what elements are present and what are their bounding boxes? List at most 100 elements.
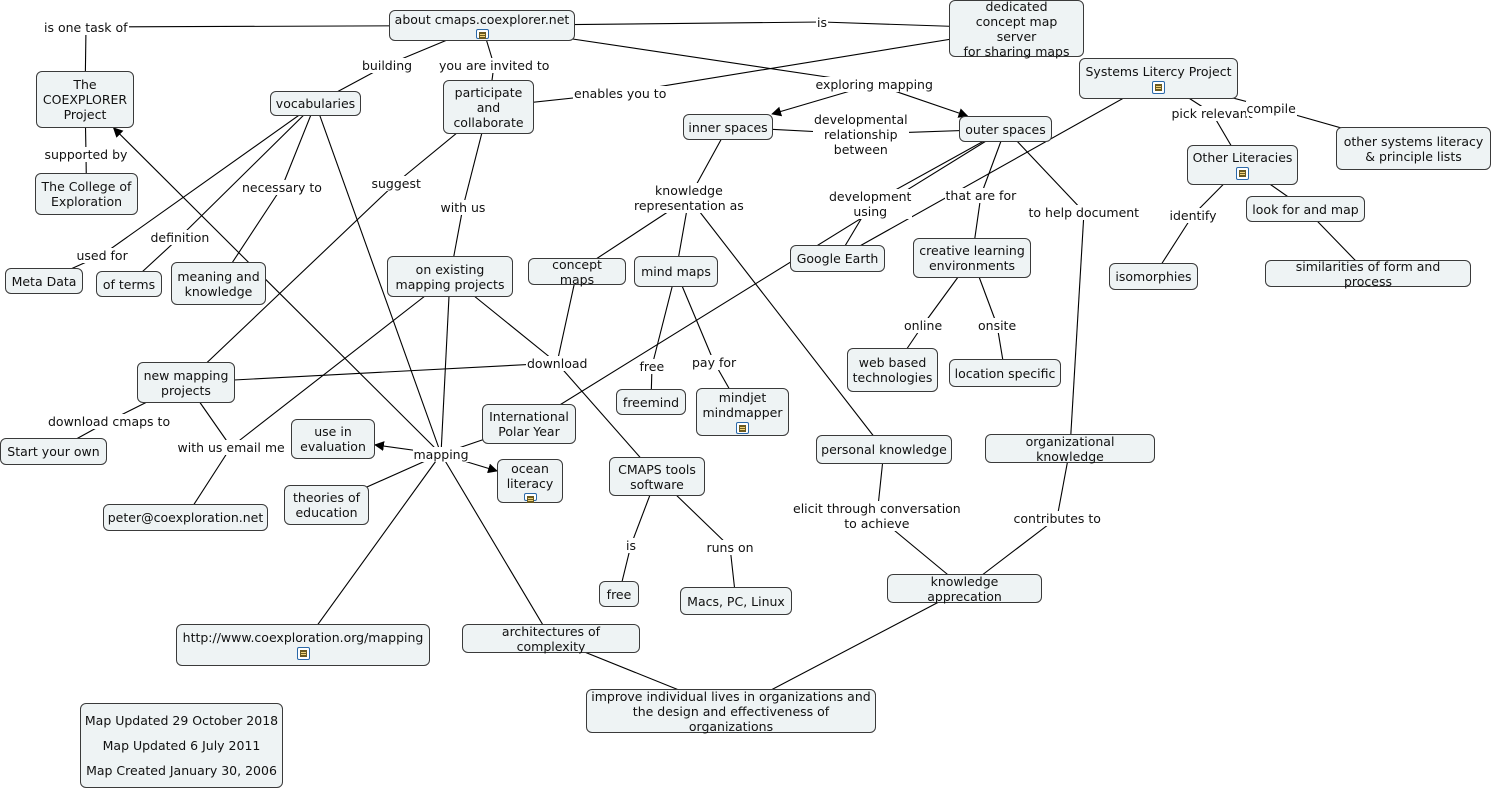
concept-systems[interactable]: Systems Litercy Project: [1079, 58, 1238, 99]
concept-label: isomorphies: [1115, 269, 1192, 284]
linking-phrase-usedfor: used for: [75, 247, 129, 263]
concept-label: organizational knowledge: [1025, 433, 1115, 464]
concept-freemind[interactable]: freemind: [616, 389, 686, 415]
linking-phrase-payfor: pay for: [691, 354, 738, 370]
concept-mindmaps[interactable]: mind maps: [634, 256, 718, 287]
linking-phrase-supported: supported by: [43, 146, 129, 162]
connector-existing-withusemail: [230, 276, 451, 448]
concept-lookfor[interactable]: look for and map: [1246, 196, 1365, 222]
concept-ocean[interactable]: ocean literacy: [497, 459, 563, 503]
connector-mapping-coexplorer: [112, 127, 442, 455]
concept-label: CMAPS tools software: [618, 461, 696, 492]
linking-phrase-freelbl: free: [638, 358, 666, 374]
connector-outer-tohelp: [1005, 128, 1085, 213]
linking-phrase-pickrelevant: pick relevant: [1170, 105, 1254, 121]
concept-about[interactable]: about cmaps.coexplorer.net: [389, 10, 575, 41]
concept-label: http://www.coexploration.org/mapping: [182, 630, 424, 645]
concept-meaning[interactable]: meaning and knowledge: [171, 262, 266, 305]
concept-label: use in evaluation: [300, 424, 366, 454]
concept-inner[interactable]: inner spaces: [683, 114, 773, 140]
concept-cmapstools[interactable]: CMAPS tools software: [609, 457, 705, 496]
concept-creative[interactable]: creative learning environments: [913, 238, 1031, 278]
concept-dedicated[interactable]: dedicated concept map server for sharing…: [949, 0, 1084, 59]
connector-newprojects-download: [185, 362, 558, 384]
concept-conceptmaps[interactable]: concept maps: [528, 257, 626, 287]
concept-label: The College of Exploration: [41, 179, 132, 209]
concept-label: inner spaces: [688, 119, 768, 135]
connector-systems-googleearth: [837, 78, 1159, 259]
concept-label: free: [606, 586, 632, 602]
linking-phrase-developmental: developmental relationship between: [813, 111, 909, 157]
concept-terms[interactable]: of terms: [96, 271, 162, 297]
concept-webbased[interactable]: web based technologies: [847, 348, 938, 392]
concept-label: ocean literacy: [506, 461, 554, 491]
concept-complexity[interactable]: architectures of complexity: [462, 624, 640, 654]
attached-document-icon[interactable]: [736, 422, 749, 434]
linking-phrase-invited: you are invited to: [438, 57, 551, 73]
connector-vocab-necessary: [281, 103, 317, 188]
concept-participate[interactable]: participate and collaborate: [443, 80, 534, 134]
connector-existing-mapping: [440, 276, 451, 455]
concept-label: meaning and knowledge: [177, 268, 260, 299]
concept-label: similarities of form and process: [1295, 258, 1441, 289]
attached-document-icon[interactable]: [1152, 80, 1165, 94]
concept-coexplorer[interactable]: The COEXPLORER Project: [36, 71, 134, 128]
linking-phrase-mapping: mapping: [412, 446, 470, 462]
concept-startown[interactable]: Start your own: [0, 438, 107, 465]
connector-outer-ipy: [528, 128, 1006, 425]
concept-evaluation[interactable]: use in evaluation: [291, 419, 375, 459]
concept-label: participate and collaborate: [453, 84, 524, 130]
map-updated-2018: Map Updated 29 October 2018: [84, 713, 279, 728]
concept-label: location specific: [954, 365, 1056, 381]
concept-outer[interactable]: outer spaces: [959, 116, 1052, 142]
concept-similarities[interactable]: similarities of form and process: [1265, 258, 1471, 289]
connector-conceptmaps-download: [556, 271, 578, 364]
concept-organizational[interactable]: organizational knowledge: [985, 433, 1155, 464]
linking-phrase-withus: with us: [439, 199, 487, 215]
attached-document-icon[interactable]: [523, 493, 537, 503]
concept-label: knowledge apprecation: [927, 573, 1002, 604]
concept-appreciation[interactable]: knowledge apprecation: [887, 573, 1042, 604]
attached-document-icon[interactable]: [296, 647, 310, 660]
map-created-2006: Map Created January 30, 2006: [86, 763, 277, 778]
linking-phrase-tohelp: to help document: [1027, 204, 1141, 220]
concept-label: Meta Data: [11, 273, 77, 289]
concept-peter[interactable]: peter@coexploration.net: [103, 504, 268, 531]
linking-phrase-dlcmaps: download cmaps to: [47, 413, 172, 429]
connector-vocab-usedfor: [101, 103, 316, 256]
connector-vocab-mapping: [314, 103, 442, 455]
concept-improve[interactable]: improve individual lives in organization…: [586, 689, 876, 734]
linking-phrase-compile: compile: [1245, 100, 1297, 116]
concept-location[interactable]: location specific: [949, 359, 1061, 387]
concept-mindjet[interactable]: mindjet mindmapper: [696, 388, 789, 436]
concept-free[interactable]: free: [599, 581, 639, 607]
concept-label: Start your own: [7, 444, 100, 459]
attached-document-icon[interactable]: [475, 29, 489, 39]
concept-newprojects[interactable]: new mapping projects: [137, 362, 235, 403]
concept-vocab[interactable]: vocabularies: [270, 91, 361, 116]
concept-theories[interactable]: theories of education: [284, 485, 369, 525]
concept-ipy[interactable]: International Polar Year: [482, 404, 576, 444]
concept-url[interactable]: http://www.coexploration.org/mapping: [176, 624, 430, 666]
concept-label: about cmaps.coexplorer.net: [394, 12, 570, 27]
concept-metadata[interactable]: Meta Data: [5, 268, 83, 294]
concept-label: personal knowledge: [821, 442, 947, 457]
concept-existing[interactable]: on existing mapping projects: [387, 256, 513, 297]
connector-suggest-newprojects: [185, 182, 397, 383]
concept-personal[interactable]: personal knowledge: [816, 435, 952, 464]
concept-googleearth[interactable]: Google Earth: [790, 245, 885, 272]
concept-label: of terms: [102, 276, 156, 292]
linking-phrase-is: is: [816, 14, 828, 30]
concept-otherlit[interactable]: Other Literacies: [1187, 145, 1298, 185]
attached-document-icon[interactable]: [1236, 167, 1249, 180]
linking-phrase-suggest: suggest: [370, 175, 422, 191]
concept-label: web based technologies: [852, 355, 933, 385]
concept-isomorphies[interactable]: isomorphies: [1109, 263, 1198, 290]
concept-otherlists[interactable]: other systems literacy & principle lists: [1336, 127, 1491, 170]
concept-college[interactable]: The College of Exploration: [35, 173, 138, 215]
concept-label: International Polar Year: [489, 409, 569, 439]
connector-mapping-url: [302, 453, 442, 646]
concept-label: freemind: [622, 394, 680, 410]
concept-macs[interactable]: Macs, PC, Linux: [680, 587, 792, 615]
